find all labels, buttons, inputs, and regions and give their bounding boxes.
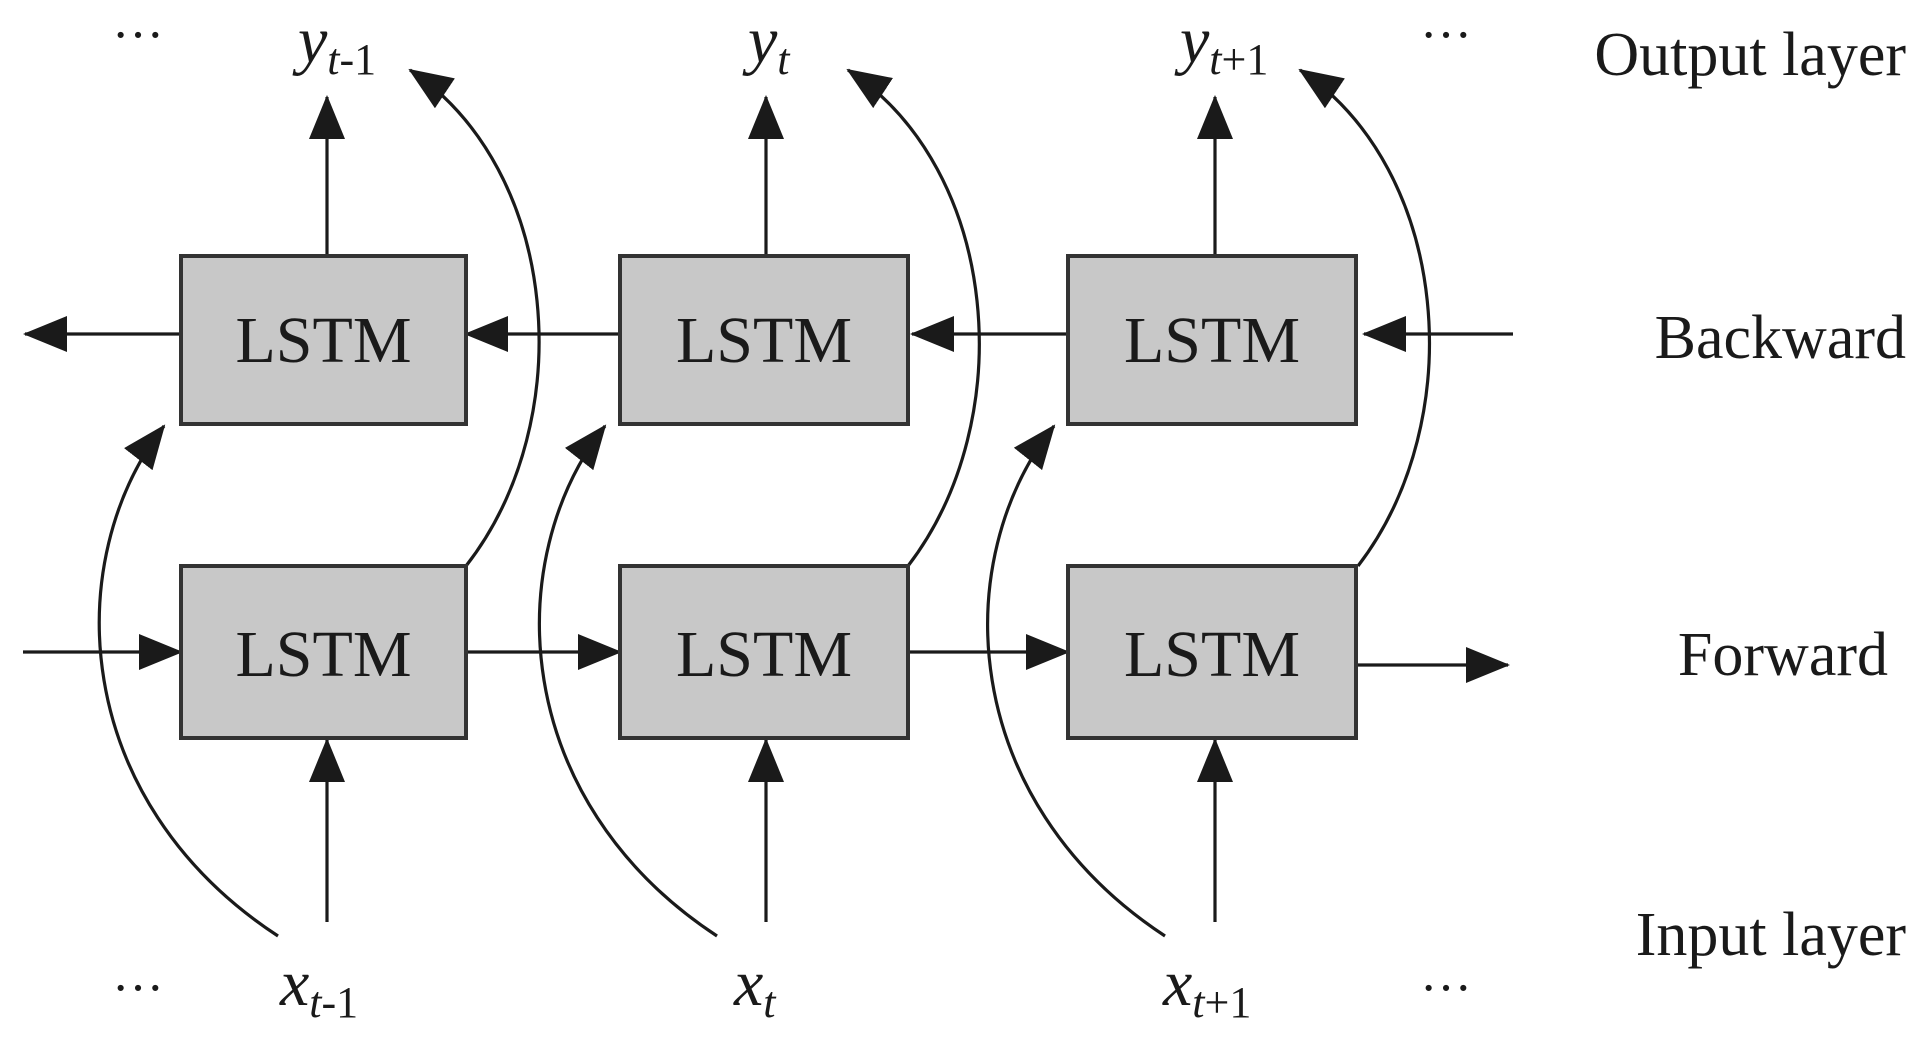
lstm-label: LSTM <box>1124 618 1300 691</box>
layer-label-output: Output layer <box>1594 21 1906 89</box>
forward-to-output-curve-3 <box>1298 68 1431 567</box>
backward-lstm-cell-3: LSTM <box>1066 254 1358 426</box>
input-label-3: xt+1 <box>1162 947 1251 1027</box>
lstm-label: LSTM <box>1124 304 1300 377</box>
layer-label-backward: Backward <box>1655 304 1906 372</box>
lstm-label: LSTM <box>676 304 852 377</box>
backward-lstm-cell-1: LSTM <box>179 254 468 426</box>
output-label-1: yt-1 <box>292 4 376 84</box>
lstm-label: LSTM <box>235 618 411 691</box>
forward-lstm-cell-1: LSTM <box>179 564 468 740</box>
input-to-backward-curve-2 <box>537 424 718 938</box>
lstm-label: LSTM <box>676 618 852 691</box>
forward-to-output-curve-1 <box>408 68 541 567</box>
output-label-2: yt <box>742 4 791 84</box>
output-label-3: yt+1 <box>1174 4 1268 84</box>
forward-lstm-cell-2: LSTM <box>618 564 910 740</box>
ellipsis-bottom-left: ··· <box>112 960 164 1017</box>
input-label-2: xt <box>733 947 777 1027</box>
input-label-1: xt-1 <box>279 947 358 1027</box>
ellipsis-top-right: ··· <box>1420 7 1472 64</box>
layer-label-input: Input layer <box>1636 901 1907 969</box>
ellipsis-bottom-right: ··· <box>1420 960 1472 1017</box>
layer-label-forward: Forward <box>1678 621 1888 689</box>
forward-lstm-cell-3: LSTM <box>1066 564 1358 740</box>
backward-lstm-cell-2: LSTM <box>618 254 910 426</box>
lstm-label: LSTM <box>235 304 411 377</box>
ellipsis-top-left: ··· <box>112 7 164 64</box>
forward-to-output-curve-2 <box>846 68 981 567</box>
connections <box>23 68 1513 938</box>
input-to-backward-curve-3 <box>986 424 1166 938</box>
input-to-backward-curve-1 <box>97 424 279 938</box>
